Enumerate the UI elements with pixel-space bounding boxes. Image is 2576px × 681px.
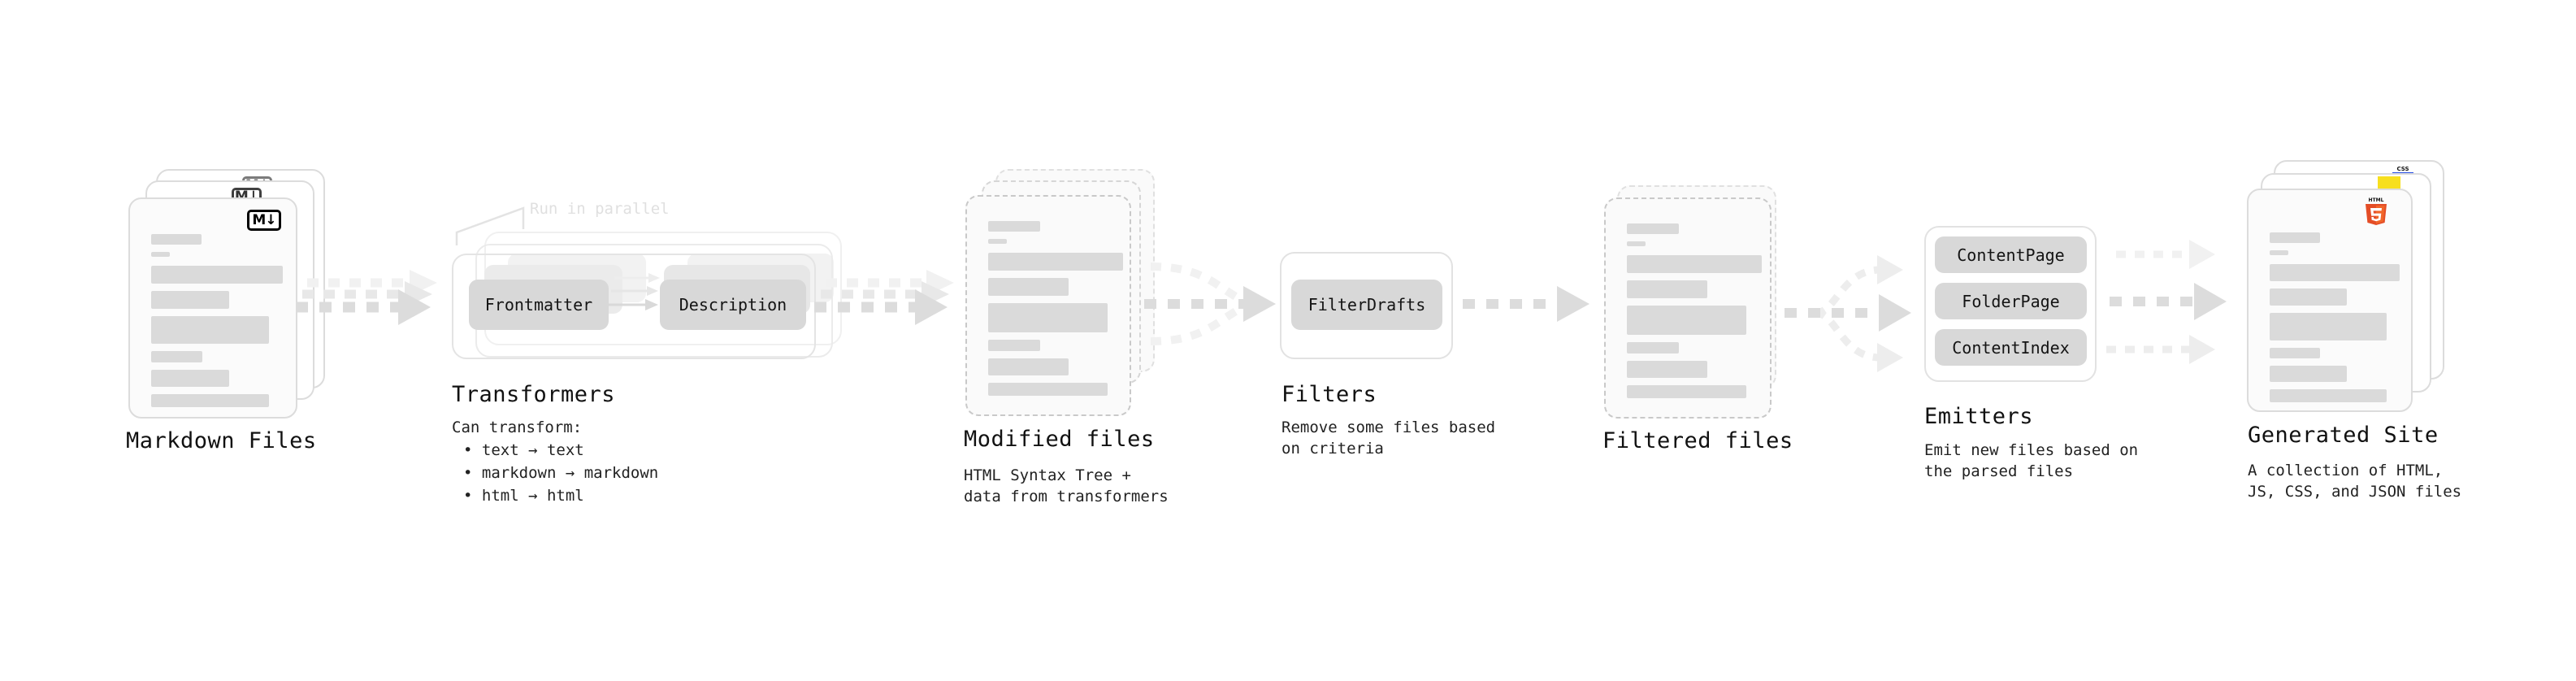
transformers-intro: Can transform:	[452, 419, 583, 436]
transformers-bullet-1: • text → text	[463, 441, 584, 459]
modified-files-desc-2: data from transformers	[964, 488, 1169, 505]
emitters-desc-1: Emit new files based on	[1924, 441, 2139, 459]
filters-desc-2: on criteria	[1281, 440, 1384, 458]
transformer-frontmatter[interactable]: Frontmatter	[469, 280, 609, 330]
transformers-bullet-3: • html → html	[463, 487, 584, 505]
run-in-parallel-bracket	[455, 206, 525, 245]
connector-filtered-to-emitters	[1785, 255, 1911, 372]
markdown-file-front: M↓	[128, 197, 297, 419]
markdown-files-title: Markdown Files	[126, 428, 317, 453]
connector-transformers-to-modified	[814, 270, 954, 325]
modified-files-desc-1: HTML Syntax Tree +	[964, 466, 1131, 484]
connector-md-to-transformers	[296, 270, 437, 325]
generated-file-html: HTML	[2247, 189, 2413, 412]
generated-site-desc-2: JS, CSS, and JSON files	[2248, 483, 2462, 501]
svg-text:HTML: HTML	[2369, 197, 2384, 203]
connector-emitters-to-site	[2106, 240, 2227, 364]
javascript-icon	[2378, 176, 2400, 191]
transformer-inner-arrows	[603, 273, 660, 310]
filtered-file-front	[1604, 197, 1772, 419]
modified-files-title: Modified files	[964, 427, 1155, 452]
markdown-icon: M↓	[247, 210, 281, 231]
emitter-content-index[interactable]: ContentIndex	[1935, 329, 2087, 366]
modified-file-front	[965, 195, 1131, 416]
run-in-parallel-label: Run in parallel	[530, 200, 670, 218]
generated-file-content	[2270, 232, 2400, 410]
markdown-file-content	[151, 234, 283, 414]
emitters-title: Emitters	[1924, 404, 2034, 429]
transformers-title: Transformers	[452, 382, 616, 407]
filters-desc-1: Remove some files based	[1281, 419, 1496, 436]
emitter-folder-page[interactable]: FolderPage	[1935, 283, 2087, 319]
filter-drafts-pill[interactable]: FilterDrafts	[1291, 280, 1442, 330]
generated-site-title: Generated Site	[2248, 423, 2439, 448]
connector-modified-to-filters	[1144, 262, 1276, 345]
generated-site-desc-1: A collection of HTML,	[2248, 462, 2444, 479]
connector-filters-to-filtered	[1463, 286, 1589, 322]
filtered-files-title: Filtered files	[1602, 428, 1793, 453]
markdown-badge: M↓	[252, 211, 276, 228]
emitter-content-page[interactable]: ContentPage	[1935, 236, 2087, 273]
modified-file-content	[988, 221, 1123, 403]
transformers-bullet-2: • markdown → markdown	[463, 464, 659, 482]
emitters-desc-2: the parsed files	[1924, 462, 2074, 480]
html5-icon: HTML	[2366, 197, 2387, 225]
filtered-file-content	[1627, 223, 1762, 406]
transformer-description[interactable]: Description	[660, 280, 806, 330]
filters-title: Filters	[1281, 382, 1377, 407]
svg-text:CSS: CSS	[2396, 166, 2409, 172]
